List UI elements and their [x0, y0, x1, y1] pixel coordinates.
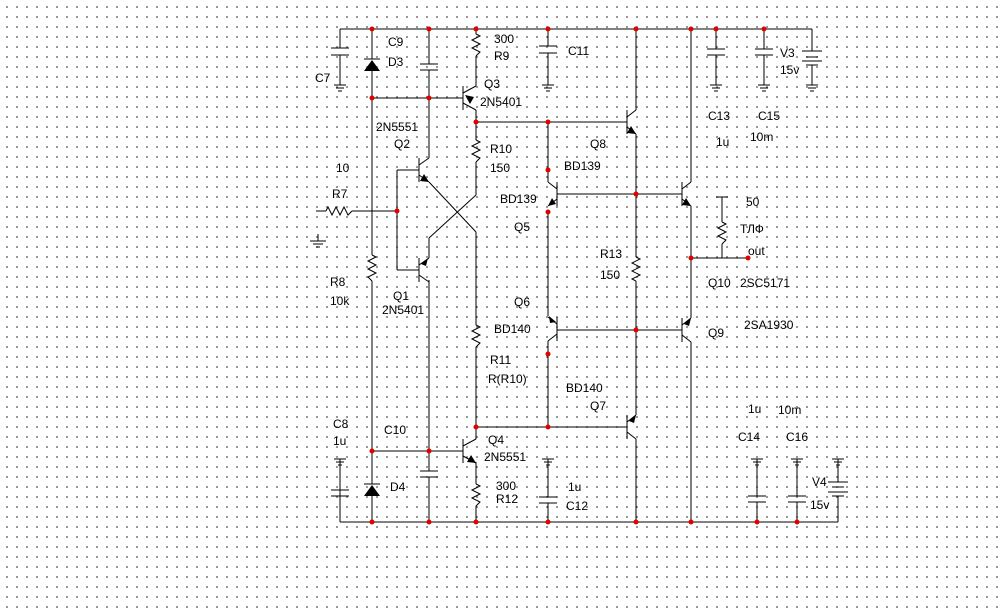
label-r12-value: 300 — [496, 479, 516, 493]
label-out: out — [748, 244, 765, 258]
label-r13-value: 150 — [600, 268, 620, 282]
label-r12: R12 — [496, 492, 518, 506]
r9-resistor — [470, 33, 482, 57]
r10-resistor — [470, 139, 482, 163]
label-q5: Q5 — [514, 220, 530, 234]
label-q5-type: BD139 — [500, 192, 537, 206]
label-q10: Q10 — [708, 276, 731, 290]
v4-battery — [828, 458, 848, 497]
label-v3: V3 — [780, 46, 795, 60]
label-r7-value: 10 — [336, 161, 350, 175]
c16-capacitor — [788, 458, 806, 503]
label-q7: Q7 — [590, 399, 606, 413]
label-r7: R7 — [332, 187, 348, 201]
c7-capacitor — [331, 47, 349, 92]
r13-resistor — [630, 256, 642, 282]
label-q6-type: BD140 — [494, 322, 531, 336]
label-q9-type: 2SA1930 — [744, 318, 794, 332]
label-q3: Q3 — [484, 77, 500, 91]
c14-capacitor — [748, 458, 766, 503]
label-r11: R11 — [490, 353, 511, 367]
label-r8-value: 10k — [330, 294, 350, 308]
d3-diode — [364, 58, 380, 71]
label-c9: C9 — [388, 35, 404, 49]
label-r13: R13 — [600, 247, 622, 261]
label-c10: C10 — [384, 423, 406, 437]
label-c12-value: 1u — [568, 480, 581, 494]
c10-capacitor — [420, 470, 438, 478]
component-labels: C7 C9 D3 300 R9 C11 Q3 2N5401 2N5551 Q2 … — [315, 32, 829, 513]
label-v3-value: 15v — [780, 63, 799, 77]
label-v4-value: 15v — [810, 498, 829, 512]
label-c14: C14 — [738, 430, 760, 444]
tlf-resistor — [716, 221, 728, 245]
c9-capacitor — [420, 63, 438, 71]
label-d4: D4 — [390, 480, 406, 494]
c8-capacitor — [331, 458, 349, 522]
label-q2-type: 2N5551 — [376, 120, 418, 134]
label-q7-type: BD140 — [566, 381, 603, 395]
wires — [316, 28, 839, 523]
q7-transistor — [626, 414, 637, 440]
r11-resistor — [470, 324, 482, 348]
c13-capacitor — [707, 48, 725, 92]
label-c14-value: 1u — [748, 402, 761, 416]
q9-transistor — [681, 317, 692, 343]
label-c8-value: 1u — [333, 434, 346, 448]
label-q6: Q6 — [514, 295, 530, 309]
label-q9: Q9 — [708, 326, 724, 340]
r12-resistor — [470, 483, 482, 507]
label-c16: C16 — [786, 430, 808, 444]
q8-transistor — [626, 109, 637, 135]
label-r9: R9 — [494, 49, 510, 63]
label-r11-value: R(R10) — [488, 372, 527, 386]
q2-transistor — [418, 157, 430, 183]
label-q2: Q2 — [394, 137, 410, 151]
q1-transistor — [418, 257, 430, 283]
label-q4: Q4 — [488, 433, 504, 447]
label-r8: R8 — [330, 275, 346, 289]
c11-capacitor — [539, 45, 557, 92]
q4-transistor — [462, 438, 477, 464]
label-tlf-value: 50 — [746, 195, 760, 209]
label-r9-value: 300 — [494, 32, 514, 46]
label-q1: Q1 — [393, 289, 409, 303]
label-q8: Q8 — [590, 137, 606, 151]
r8-resistor — [366, 254, 378, 282]
r7-resistor — [325, 205, 353, 217]
label-r10-value: 150 — [490, 161, 510, 175]
label-c7: C7 — [315, 71, 331, 85]
c12-capacitor — [539, 458, 557, 504]
label-r10: R10 — [490, 142, 512, 156]
c15-capacitor — [755, 48, 773, 92]
v3-battery — [802, 50, 822, 92]
label-c15: C15 — [758, 109, 780, 123]
label-c15-value: 10m — [750, 130, 773, 144]
label-q3-type: 2N5401 — [480, 95, 522, 109]
label-c12: C12 — [566, 499, 588, 513]
label-c8: C8 — [333, 417, 349, 431]
label-d3: D3 — [388, 55, 404, 69]
junction-dots — [369, 26, 800, 525]
q5-transistor — [547, 181, 558, 207]
label-v4: V4 — [812, 475, 827, 489]
label-c13-value: 1u — [716, 135, 729, 149]
label-q4-type: 2N5551 — [484, 450, 526, 464]
d4-diode — [364, 483, 380, 496]
label-q10-type: 2SC5171 — [740, 276, 790, 290]
input-ground — [310, 240, 326, 248]
q6-transistor — [547, 316, 558, 342]
label-tlf: ТЛФ — [740, 222, 764, 236]
q3-transistor — [462, 85, 477, 111]
label-c16-value: 10m — [778, 403, 801, 417]
label-q5-type-top: BD139 — [564, 159, 601, 173]
q10-transistor — [681, 181, 692, 207]
label-q1-type: 2N5401 — [382, 303, 424, 317]
label-c13: C13 — [708, 109, 730, 123]
label-c11: C11 — [568, 44, 589, 58]
